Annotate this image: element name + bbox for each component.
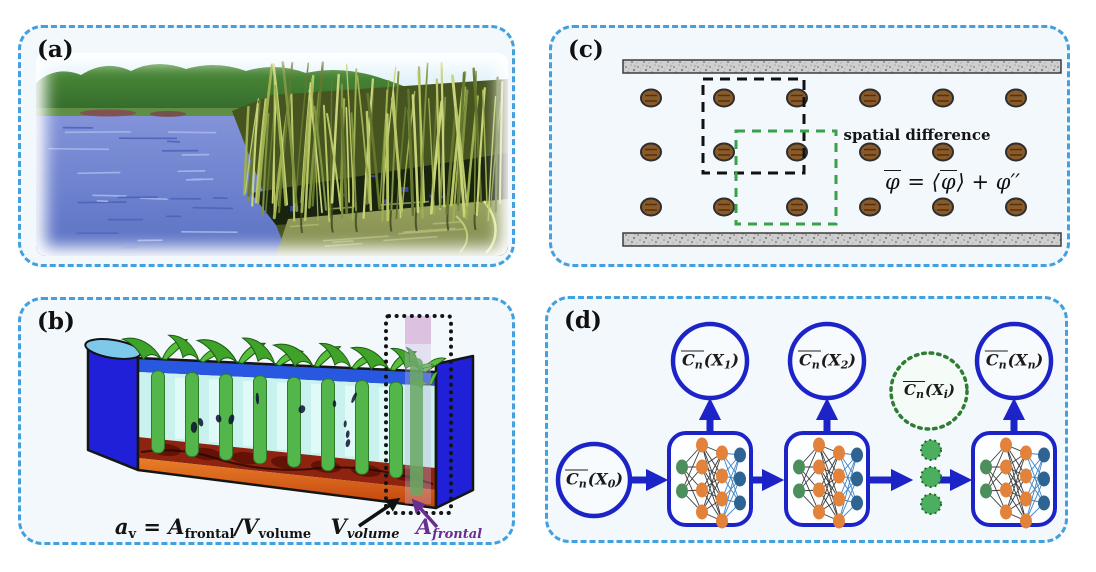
stem-dot [932,142,954,162]
panel-c: (c) spatial difference φ = ⟨φ⟩ + φ′′ [549,25,1070,267]
stem-dot [640,142,662,162]
right-wall [434,354,475,510]
bottom-wall [622,232,1062,247]
stem-dot [713,88,735,108]
panel-d: (d) Cn(X0) Cn [545,296,1068,543]
top-wall [622,59,1062,74]
stem-dot [640,197,662,217]
network-diagram [555,321,1057,529]
input-state-circle [555,441,633,519]
stem-dot-grid [640,88,1027,217]
reed-blades [243,61,504,222]
flow-arrows [632,397,1026,492]
averaging-window-green [734,129,838,226]
shore-line [36,108,256,117]
panel-d-label: (d) [564,307,602,334]
phi-decomposition-formula: φ = ⟨φ⟩ + φ′′ [884,170,1020,194]
panel-b: (b) [18,297,515,545]
ellipsis-dots [920,439,942,515]
channel-diagram [622,59,1062,247]
nn-block-2 [784,431,870,529]
tank-body [84,329,475,510]
cn-xi-label: Cn(Xi) [903,381,955,401]
water-specks [190,392,357,448]
frontal-slice-highlight [384,314,453,515]
nn-block-1 [667,431,753,529]
spatial-difference-label: spatial difference [843,126,991,144]
cn-xn-label: Cn(Xn) [984,350,1044,372]
v-volume-arrow [358,497,401,528]
stem-dot [932,88,954,108]
plant-stems [151,370,403,479]
v-volume-label: Vvolume [330,514,400,542]
tank-illustration [84,314,475,529]
panel-a-label: (a) [37,36,74,63]
stem-dot [1005,142,1027,162]
output-circle-x2 [787,321,867,401]
a-frontal-area [405,316,431,344]
stem-dot [786,88,808,108]
water-surface-strip [138,358,436,386]
intermediate-circle-xi [889,351,969,431]
panel-c-label: (c) [568,36,604,63]
photo-illustration [36,53,508,256]
stem-dot [786,142,808,162]
panel-a: (a) [18,25,515,267]
cn-x0-label: Cn(X0) [565,469,623,491]
stem-dot [859,197,881,217]
tank-outline [136,356,438,510]
stem-dot [859,142,881,162]
cn-x2-label: Cn(X2) [798,350,856,372]
stem-dot [1005,88,1027,108]
output-circle-xn [974,321,1054,401]
stem-dot [932,197,954,217]
a-frontal-arrow [411,498,439,529]
cn-x1-label: Cn(X1) [681,350,739,372]
stem-dot [786,197,808,217]
nn-blocks [667,431,1057,529]
stem-dot [640,88,662,108]
stem-dot [1005,197,1027,217]
left-wall [86,340,140,472]
output-circle-x1 [670,321,750,401]
av-formula: av = Afrontal/Vvolume [114,514,312,542]
averaging-window-black [701,77,806,175]
panel-b-label: (b) [37,308,75,335]
stem-dot [859,88,881,108]
nn-block-3 [971,431,1057,529]
stem-dot [713,142,735,162]
stem-dot [713,197,735,217]
a-frontal-label: Afrontal [415,514,483,542]
sediment-lip [138,458,436,508]
water-ripples [48,126,238,249]
vegetation-photo [36,53,508,256]
